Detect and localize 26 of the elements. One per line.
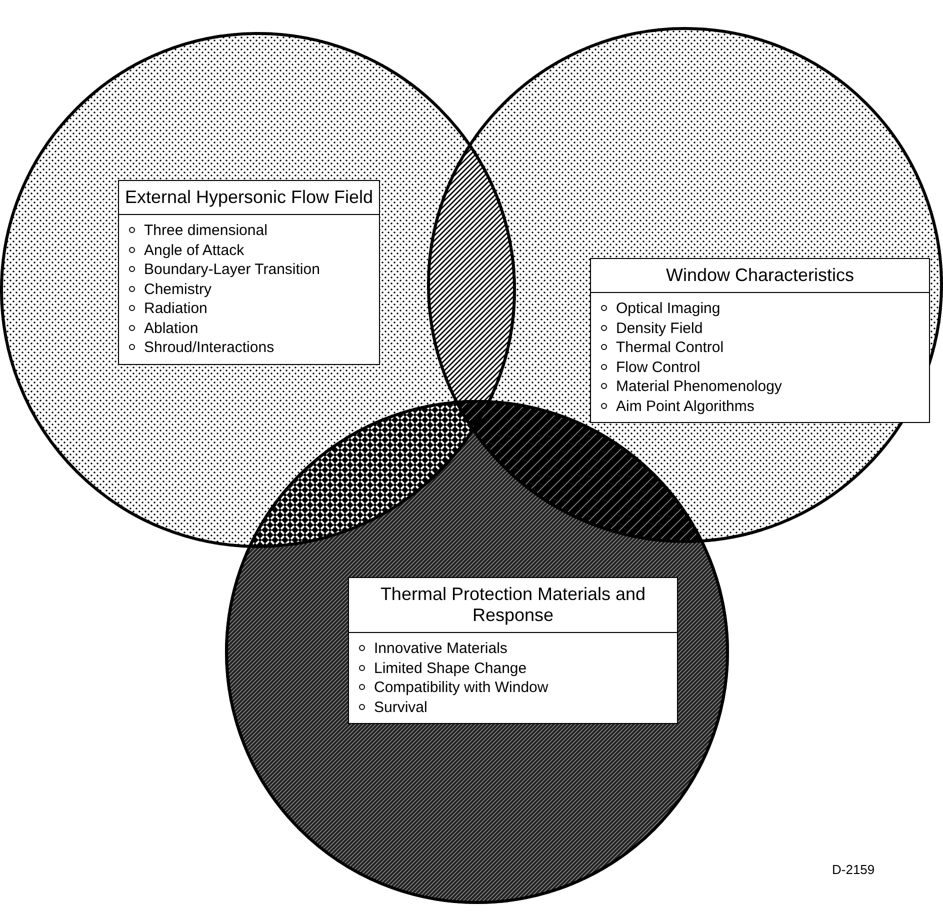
- bullet-item: Material Phenomenology: [599, 377, 923, 396]
- venn-circle: [427, 27, 943, 543]
- bullet-item: Density Field: [599, 318, 923, 338]
- bullet-item: Ablation: [127, 318, 373, 338]
- bullet-item: Survival: [357, 698, 671, 717]
- bullet-item: Thermal Control: [599, 338, 923, 358]
- bullet-item: Chemistry: [127, 280, 373, 299]
- venn-circle: [0, 32, 516, 548]
- bullet-item: Flow Control: [599, 358, 923, 377]
- text-card: [590, 258, 930, 423]
- bullet-item: Angle of Attack: [127, 240, 373, 260]
- card-heading: Window Characteristics: [591, 259, 929, 293]
- text-card: [118, 180, 380, 364]
- bullet-item: Three dimensional: [127, 221, 373, 240]
- bullet-item: Compatibility with Window: [357, 678, 671, 698]
- bullet-item: Innovative Materials: [357, 639, 671, 658]
- bullet-item: Radiation: [127, 299, 373, 318]
- figure-number: D-2159: [832, 862, 875, 877]
- bullet-item: Aim Point Algorithms: [599, 396, 923, 416]
- bullet-item: Limited Shape Change: [357, 658, 671, 678]
- card-heading: External Hypersonic Flow Field: [119, 181, 379, 215]
- bullet-item: Boundary-Layer Transition: [127, 260, 373, 280]
- text-card: [348, 577, 678, 724]
- bullet-item: Shroud/Interactions: [127, 338, 373, 358]
- card-heading: Thermal Protection Materials and Response: [349, 578, 677, 633]
- bullet-item: Optical Imaging: [599, 299, 923, 318]
